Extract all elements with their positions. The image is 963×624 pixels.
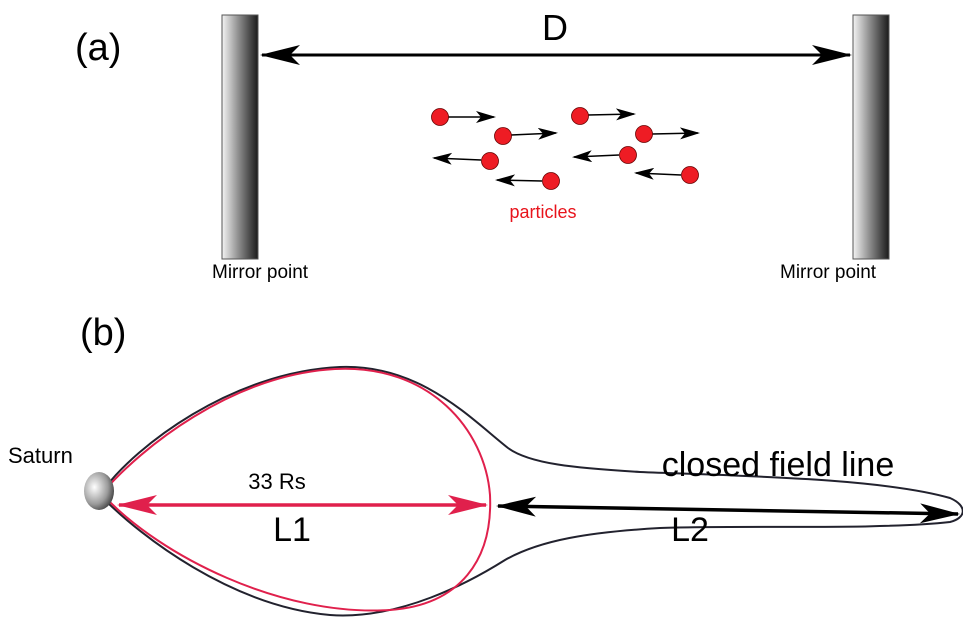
mirror-left (221, 14, 259, 260)
particle (431, 108, 496, 126)
panel-a-label: (a) (75, 27, 121, 69)
particle (635, 125, 700, 143)
field-line-label: closed field line (662, 446, 894, 484)
particles-group (431, 107, 700, 190)
particle (572, 146, 637, 164)
particle (432, 152, 499, 170)
distance-label-33rs: 33 Rs (248, 469, 305, 494)
panel-a: (a) D Mirror point Mirror point (75, 7, 890, 283)
panel-b-label: (b) (80, 312, 126, 354)
particle (494, 127, 558, 145)
mirror-left-label: Mirror point (212, 262, 309, 283)
l1-label: L1 (273, 511, 311, 549)
panel-b: (b) Saturn 33 Rs L1 L2 closed field line (8, 312, 963, 617)
mirror-right (852, 14, 890, 260)
distance-label-d: D (542, 7, 568, 48)
particles-label: particles (509, 202, 576, 222)
particle (571, 107, 636, 125)
saturn-label: Saturn (8, 443, 73, 468)
l2-arrow (496, 496, 960, 524)
mirror-right-label: Mirror point (780, 262, 877, 283)
closed-field-line (104, 365, 963, 617)
particle (634, 166, 699, 184)
dipole-field-line (104, 367, 492, 612)
saturn-planet (84, 472, 114, 510)
particle (495, 172, 560, 190)
l2-label: L2 (671, 511, 709, 549)
